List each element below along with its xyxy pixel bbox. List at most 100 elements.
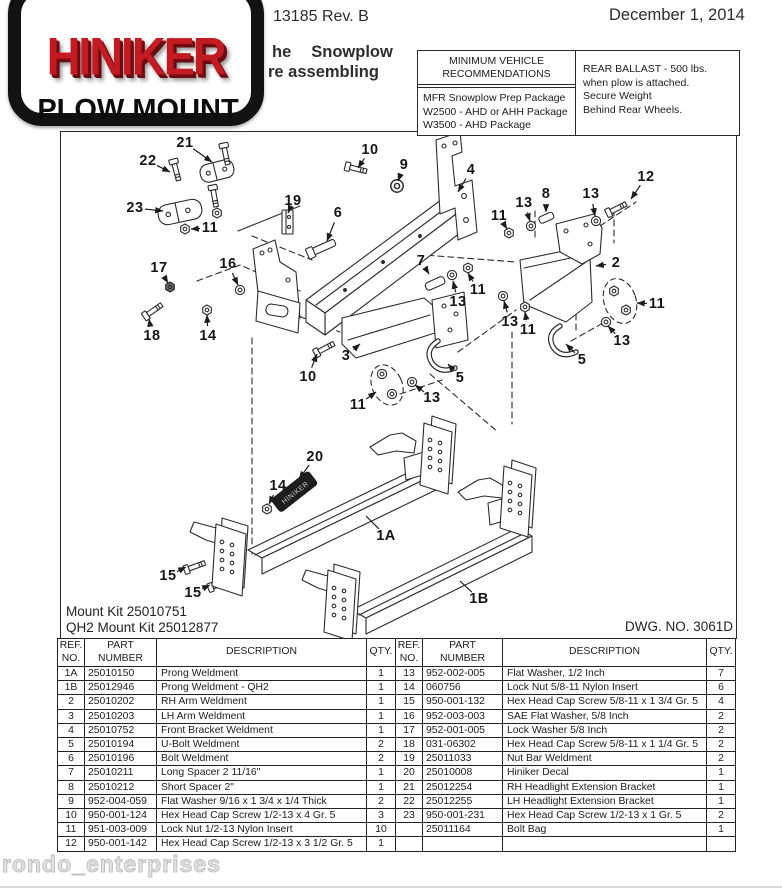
text-line: when plow is attached. bbox=[583, 77, 739, 91]
nut-bar-weldment bbox=[238, 206, 300, 234]
parts-table-left: REF. NO. PART NUMBER DESCRIPTION QTY. 1A… bbox=[57, 638, 396, 852]
callout-label: 13 bbox=[423, 390, 440, 406]
prong-weldment-1a bbox=[190, 416, 456, 596]
long-spacer bbox=[424, 276, 446, 291]
col-header-part: PART NUMBER bbox=[85, 639, 157, 667]
callout-label: 13 bbox=[515, 195, 532, 211]
callout-leader bbox=[525, 312, 526, 320]
arm-weldment-left bbox=[253, 240, 300, 333]
callout-label: 12 bbox=[637, 169, 654, 185]
callout-label: 1A bbox=[376, 528, 396, 544]
callout-label: 11 bbox=[520, 322, 536, 338]
logo-text: HINIKER bbox=[47, 26, 225, 87]
document-number: 13185 Rev. B bbox=[273, 8, 369, 26]
callout-leader bbox=[426, 270, 429, 274]
callout-label: 9 bbox=[400, 157, 409, 173]
callout-leader bbox=[504, 225, 507, 229]
callout-label: 16 bbox=[219, 256, 236, 272]
callout-leader bbox=[312, 354, 317, 368]
callout-label: 11 bbox=[350, 397, 366, 413]
clipped-text-line2: re assembling bbox=[268, 63, 379, 82]
drawing-number: DWG. NO. 3061D bbox=[590, 619, 733, 634]
text-line: Behind Rear Wheels. bbox=[583, 104, 739, 118]
callout-leader bbox=[468, 273, 473, 281]
callout-label: 10 bbox=[361, 142, 378, 158]
callout-leader bbox=[453, 281, 456, 292]
callout-label: 11 bbox=[649, 296, 665, 312]
callout-label: 19 bbox=[284, 193, 301, 209]
callout-leader bbox=[631, 185, 640, 199]
callout-leader bbox=[164, 277, 168, 283]
callout-label: 14 bbox=[199, 328, 216, 344]
col-header-part: PART NUMBER bbox=[423, 639, 503, 667]
callout-leader bbox=[193, 149, 212, 162]
callout-leader bbox=[527, 212, 530, 221]
col-header-ref: REF. NO. bbox=[396, 639, 423, 667]
col-header-desc: DESCRIPTION bbox=[503, 639, 707, 667]
watermark: rondo_enterprises bbox=[2, 851, 221, 878]
exploded-parts-diagram: HINIKER bbox=[60, 131, 737, 638]
callout-label: 2 bbox=[612, 255, 621, 271]
callout-label: 13 bbox=[582, 186, 599, 202]
parts-table-right: REF. NO. PART NUMBER DESCRIPTION QTY. 13… bbox=[395, 638, 736, 852]
callout-label: 13 bbox=[613, 333, 630, 349]
callout-label: 10 bbox=[299, 369, 316, 385]
callout-leader bbox=[157, 165, 170, 172]
callout-leader bbox=[366, 392, 376, 399]
callout-label: 17 bbox=[150, 260, 167, 276]
callout-leader bbox=[637, 303, 647, 304]
mount-kit-numbers: Mount Kit 25010751 QH2 Mount Kit 2501287… bbox=[66, 604, 218, 636]
callout-leader bbox=[149, 319, 150, 326]
callout-leader bbox=[232, 273, 238, 285]
callout-label: 8 bbox=[542, 186, 551, 202]
col-header-qty: QTY. bbox=[707, 639, 736, 667]
callout-label: 6 bbox=[334, 205, 343, 221]
text-line: MFR Snowplow Prep Package bbox=[423, 92, 575, 106]
callout-leader bbox=[596, 264, 606, 266]
col-header-ref: REF. NO. bbox=[58, 639, 85, 667]
callout-label: 1B bbox=[469, 591, 489, 607]
recommendations-title: MINIMUM VEHICLE RECOMMENDATIONS bbox=[418, 51, 575, 85]
callout-label: 21 bbox=[176, 135, 193, 151]
text-line: Secure Weight bbox=[583, 90, 739, 104]
callout-label: 13 bbox=[449, 294, 466, 310]
vehicle-recommendations-box: MINIMUM VEHICLE RECOMMENDATIONS MFR Snow… bbox=[417, 50, 740, 136]
text-line: W3500 - AHD Package bbox=[423, 119, 575, 133]
callout-label: 11 bbox=[202, 220, 218, 236]
callout-label: 5 bbox=[578, 352, 587, 368]
document-date: December 1, 2014 bbox=[609, 6, 745, 25]
rear-ballast-note: REAR BALLAST - 500 lbs.when plow is atta… bbox=[576, 51, 739, 135]
callout-leader bbox=[358, 158, 364, 168]
callout-label: 23 bbox=[126, 200, 143, 216]
text-line: REAR BALLAST - 500 lbs. bbox=[583, 63, 739, 77]
table-filler-row bbox=[396, 837, 736, 851]
callout-label: 3 bbox=[342, 348, 351, 364]
callout-label: 5 bbox=[456, 370, 465, 386]
callout-leader bbox=[327, 222, 334, 241]
callout-label: 20 bbox=[306, 449, 323, 465]
callout-label: 22 bbox=[139, 153, 156, 169]
callout-label: 7 bbox=[417, 253, 426, 269]
callout-label: 4 bbox=[467, 162, 476, 178]
